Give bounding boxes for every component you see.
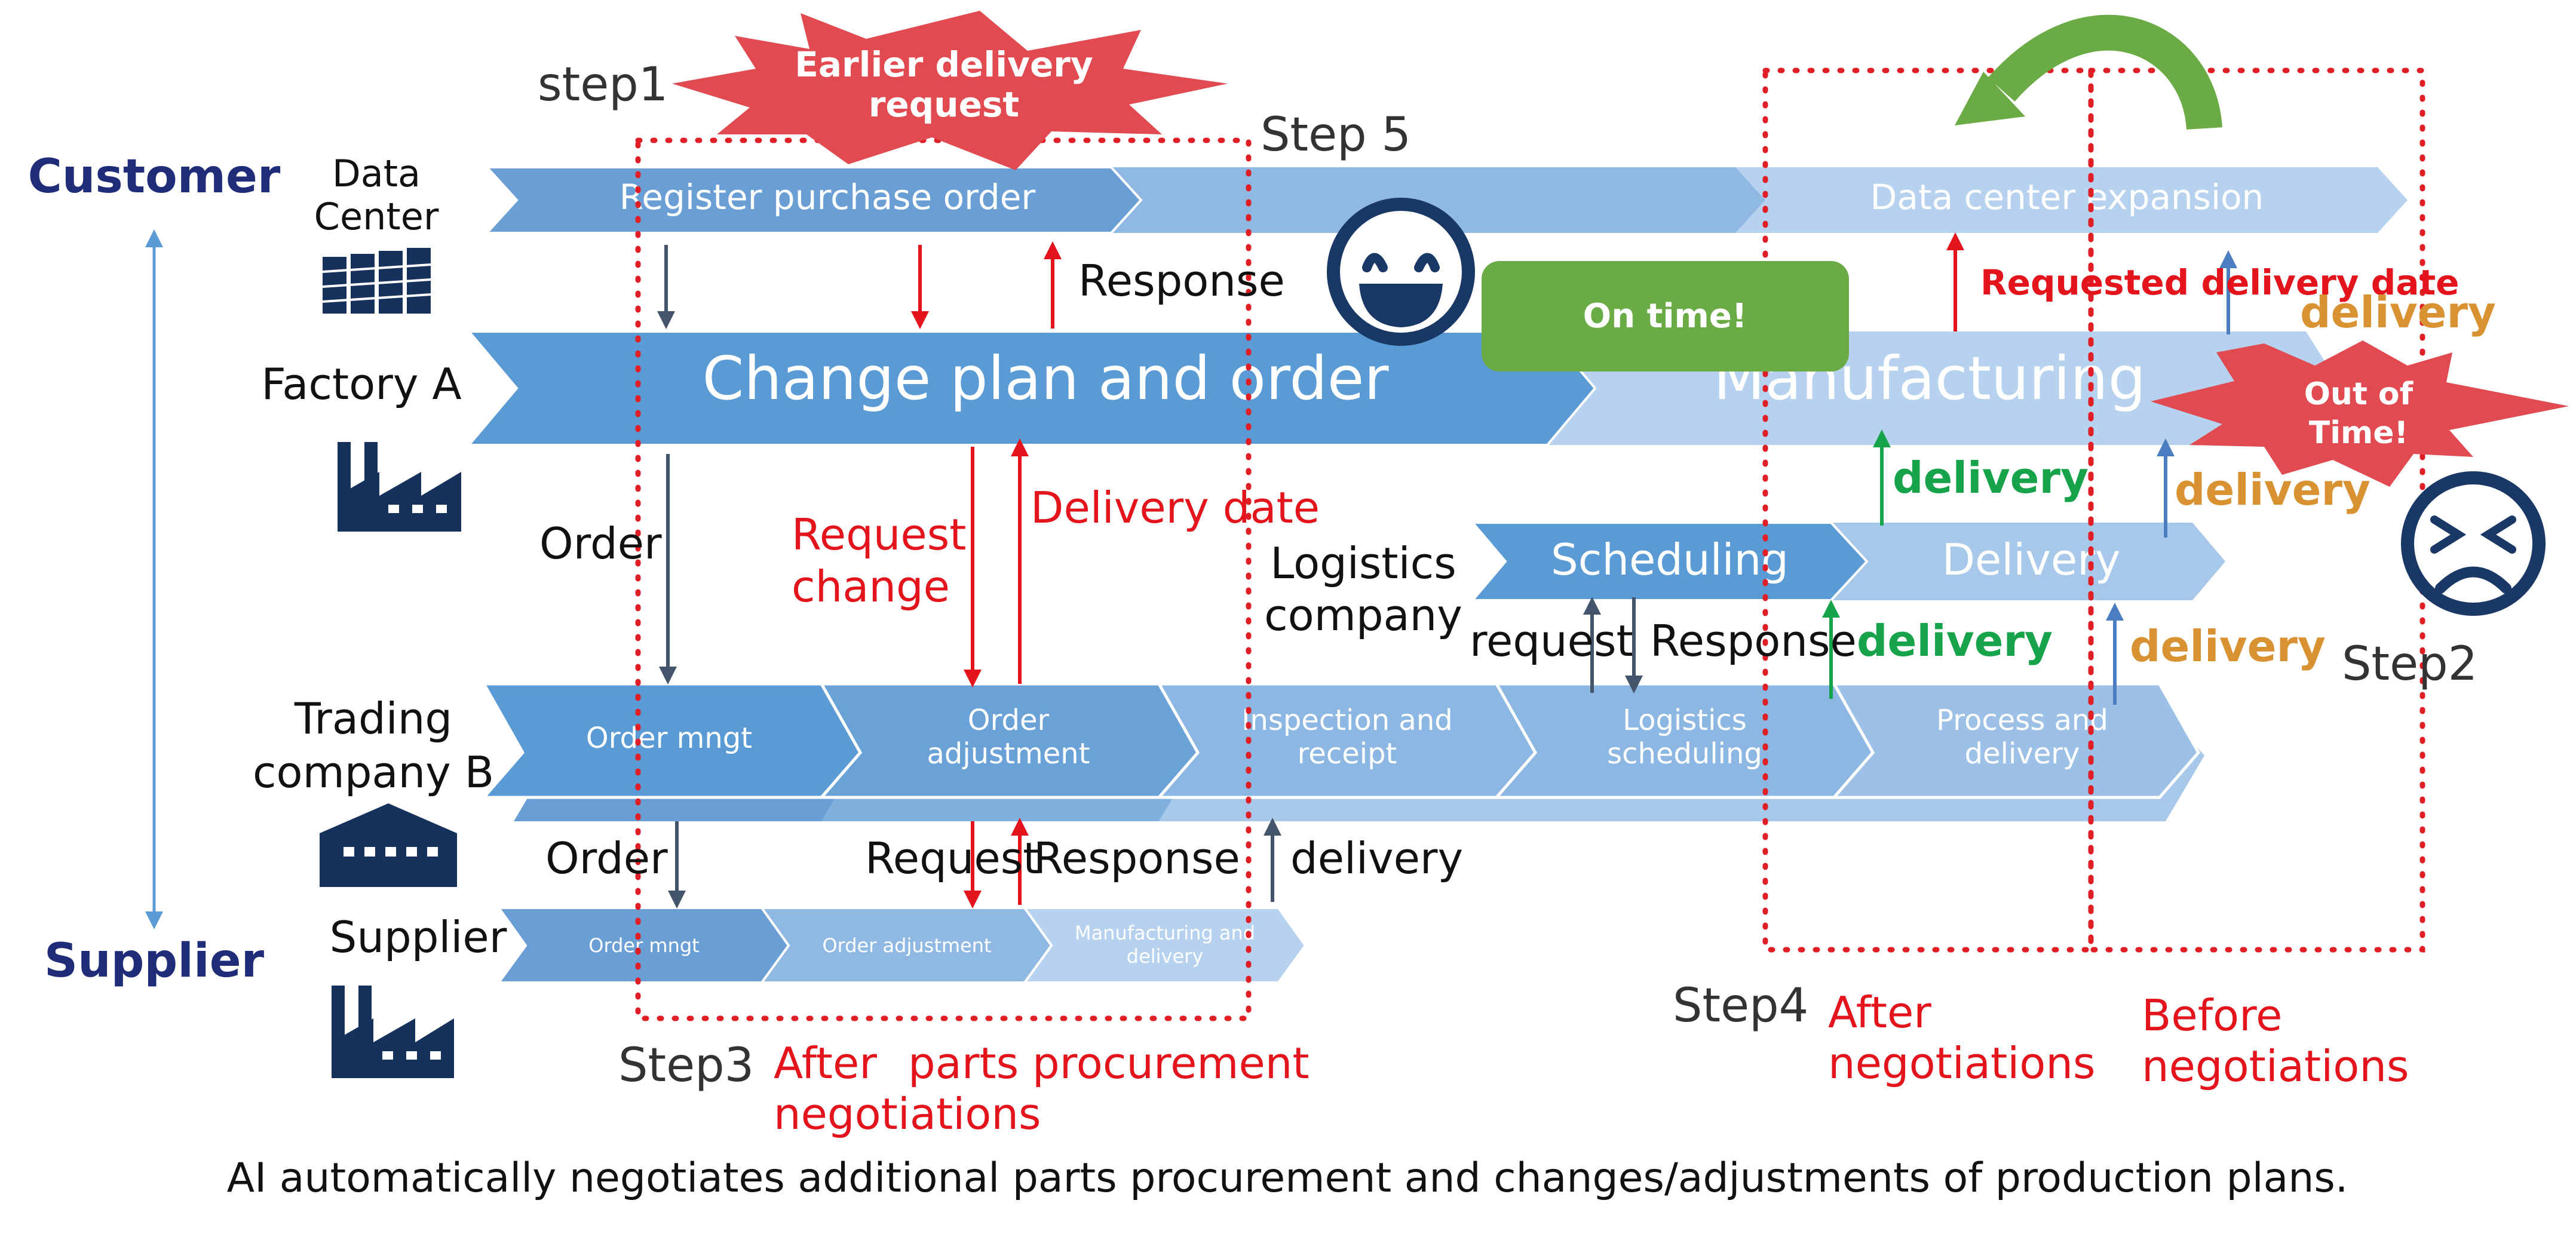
label-request-change-2: change bbox=[792, 561, 950, 612]
factory-icon bbox=[332, 986, 454, 1078]
step-labels: step1 Step 5 Step2 Step3 Step4 bbox=[538, 58, 2477, 1092]
frame-before-negotiations bbox=[2088, 67, 2425, 953]
step5-label: Step 5 bbox=[1261, 108, 1411, 162]
after-negotiations-label-2: negotiations bbox=[1828, 1038, 2095, 1088]
entity-datacenter: Data Center bbox=[314, 152, 439, 314]
label-delivery-orange3: delivery bbox=[2130, 621, 2326, 671]
after-parts-label-2: negotiations bbox=[774, 1089, 1041, 1139]
connector-labels: Response Order Request change Delivery d… bbox=[539, 256, 2496, 883]
negotiation-labels: After negotiations parts procurement Aft… bbox=[774, 987, 2409, 1139]
label-response-logi: Response bbox=[1650, 616, 1857, 666]
row4-label-2: Order adjustment bbox=[822, 934, 991, 957]
row1-process-flow: Register purchase order Data center expa… bbox=[484, 166, 2408, 234]
row4-label-3b: delivery bbox=[1127, 945, 1204, 968]
label-response-top: Response bbox=[1078, 256, 1285, 306]
after-negotiations-label-1: After bbox=[1828, 987, 1931, 1038]
frame-after-negotiations bbox=[1762, 67, 2094, 953]
row3-label-5a: Process and bbox=[1936, 704, 2108, 737]
logistics-label-delivery: Delivery bbox=[1942, 535, 2121, 585]
row3-label-3a: Inspection and bbox=[1241, 704, 1452, 737]
logistics-arrow-b bbox=[1831, 523, 2225, 600]
row3-label-4b: scheduling bbox=[1607, 737, 1762, 771]
row4-label-3a: Manufacturing and bbox=[1075, 922, 1255, 944]
row1-label-register: Register purchase order bbox=[620, 177, 1036, 217]
customer-supplier-axis: Customer Supplier bbox=[28, 150, 281, 988]
label-request-logi: request bbox=[1470, 616, 1633, 666]
after-parts-label-1: After bbox=[774, 1038, 877, 1088]
logistics-label-1: Logistics bbox=[1270, 538, 1456, 588]
axis-label-customer: Customer bbox=[28, 150, 281, 204]
before-negotiations-label-1: Before bbox=[2142, 990, 2282, 1040]
row3-label-5b: delivery bbox=[1965, 737, 2080, 771]
trading-label-2: company B bbox=[253, 747, 494, 797]
row1-label-expansion: Data center expansion bbox=[1870, 177, 2264, 217]
label-delivery-date: Delivery date bbox=[1031, 483, 1320, 533]
factory-label: Factory A bbox=[261, 359, 461, 409]
entity-trading-company: Trading company B bbox=[253, 693, 494, 887]
label-delivery-sup: delivery bbox=[1290, 833, 1463, 883]
burst-outoftime-text-1: Out of bbox=[2304, 376, 2414, 412]
label-response-sup: Response bbox=[1034, 833, 1240, 883]
datacenter-label-1: Data bbox=[332, 152, 421, 195]
supplier-label: Supplier bbox=[330, 912, 507, 962]
trading-label-1: Trading bbox=[294, 693, 452, 744]
label-delivery-green1: delivery bbox=[1893, 453, 2089, 503]
logistics-label-2: company bbox=[1264, 590, 1462, 640]
axis-label-supplier: Supplier bbox=[44, 934, 265, 988]
step2-label: Step2 bbox=[2342, 637, 2477, 691]
frame-parts-procurement bbox=[635, 137, 1252, 1021]
label-requested-delivery-date: Requested delivery date bbox=[1980, 262, 2460, 303]
row3-process-flow: Order mngt Order adjustment Inspection a… bbox=[480, 682, 2204, 821]
row1-arrow-c bbox=[1735, 167, 2408, 233]
step1-label: step1 bbox=[538, 58, 668, 112]
row3-label-4a: Logistics bbox=[1623, 704, 1747, 737]
burst-earlier-delivery-request: Earlier delivery request bbox=[672, 11, 1228, 170]
connector-arrows bbox=[657, 232, 2237, 908]
row4-label-1: Order mngt bbox=[588, 934, 699, 957]
on-time-text: On time! bbox=[1583, 297, 1747, 336]
before-negotiations-label-2: negotiations bbox=[2142, 1041, 2409, 1091]
row4-arrow-1 bbox=[496, 907, 790, 984]
row4-process-flow: Order mngt Order adjustment Manufacturin… bbox=[496, 907, 1307, 984]
row3-label-2a: Order bbox=[968, 704, 1050, 737]
row1-arrow-a bbox=[484, 166, 1143, 234]
label-delivery-orange2: delivery bbox=[2175, 465, 2370, 515]
row3-label-1: Order mngt bbox=[586, 722, 752, 755]
burst-outoftime-text-2: Time! bbox=[2309, 415, 2408, 451]
entity-logistics: Logistics company bbox=[1264, 538, 1462, 640]
entity-factory: Factory A bbox=[261, 359, 462, 532]
entity-supplier: Supplier bbox=[330, 912, 507, 1078]
diagram-caption: AI automatically negotiates additional p… bbox=[227, 1155, 2348, 1202]
loop-arrow-icon bbox=[1955, 14, 2222, 130]
label-order2: Order bbox=[545, 833, 668, 883]
happy-face-icon bbox=[1327, 198, 1475, 346]
row2-process-flow: Change plan and order Manufacturing bbox=[466, 330, 2342, 446]
datacenter-label-2: Center bbox=[314, 195, 439, 238]
warehouse-icon bbox=[320, 803, 457, 887]
negotiation-frames bbox=[635, 67, 2425, 1021]
row3-label-2b: adjustment bbox=[927, 737, 1090, 771]
factory-icon bbox=[338, 442, 461, 532]
row3-label-3b: receipt bbox=[1298, 737, 1397, 771]
label-delivery-green2: delivery bbox=[1857, 616, 2053, 666]
parts-procurement-label: parts procurement bbox=[908, 1038, 1310, 1088]
burst-request-text-1: Earlier delivery bbox=[795, 44, 1093, 85]
burst-request-text-2: request bbox=[869, 84, 1019, 125]
label-delivery-orange1: delivery bbox=[2300, 287, 2496, 337]
server-rack-icon bbox=[322, 248, 431, 314]
row3-arrow-1 bbox=[480, 682, 863, 799]
sad-face-icon bbox=[2401, 471, 2546, 616]
step4-label: Step4 bbox=[1673, 979, 1808, 1033]
label-request-sup: Request bbox=[865, 833, 1039, 883]
logistics-process-flow: Scheduling Delivery bbox=[1470, 521, 2225, 601]
burst-out-of-time: Out of Time! bbox=[2151, 340, 2569, 487]
row1-arrow-b bbox=[1111, 167, 1765, 233]
logistics-label-scheduling: Scheduling bbox=[1551, 535, 1789, 585]
label-request-change-1: Request bbox=[792, 509, 966, 560]
row2-label-change-plan: Change plan and order bbox=[703, 343, 1390, 413]
step3-label: Step3 bbox=[618, 1039, 754, 1092]
label-order1: Order bbox=[539, 518, 662, 569]
on-time-badge: On time! bbox=[1482, 261, 1849, 372]
